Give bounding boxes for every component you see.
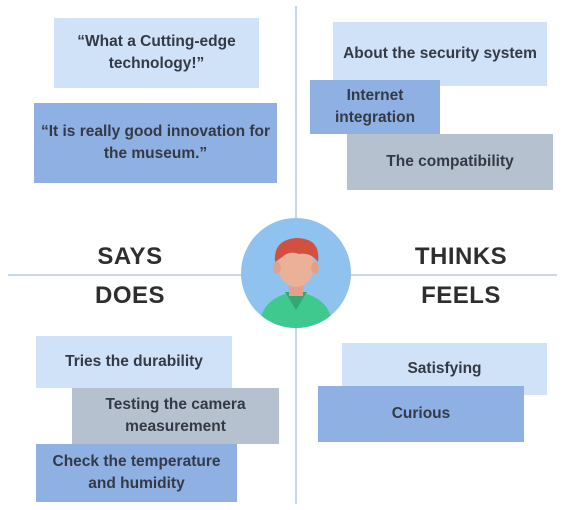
- thinks-note-1: About the security system: [333, 22, 547, 86]
- does-note-3: Check the temperature and humidity: [36, 444, 237, 502]
- does-title: DOES: [94, 282, 165, 309]
- feels-note-2: Curious: [318, 386, 524, 442]
- does-note-2: Testing the camera measurement: [72, 388, 279, 444]
- ear-right: [311, 262, 319, 274]
- says-note-1: “What a Cutting-edge technology!”: [54, 18, 259, 88]
- person-icon: [259, 238, 333, 328]
- does-note-1: Tries the durability: [36, 336, 232, 388]
- thinks-title: THINKS: [414, 243, 508, 270]
- says-note-2: “It is really good innovation for the mu…: [34, 103, 277, 183]
- face-shape: [278, 245, 314, 287]
- feels-title: FEELS: [421, 282, 501, 309]
- ear-left: [273, 262, 281, 274]
- says-title: SAYS: [97, 243, 163, 270]
- thinks-note-3: The compatibility: [347, 134, 553, 190]
- avatar: [241, 218, 351, 328]
- hair-shape: [274, 238, 319, 262]
- collar-shape: [285, 292, 307, 310]
- thinks-note-2: Internet integration: [310, 80, 440, 134]
